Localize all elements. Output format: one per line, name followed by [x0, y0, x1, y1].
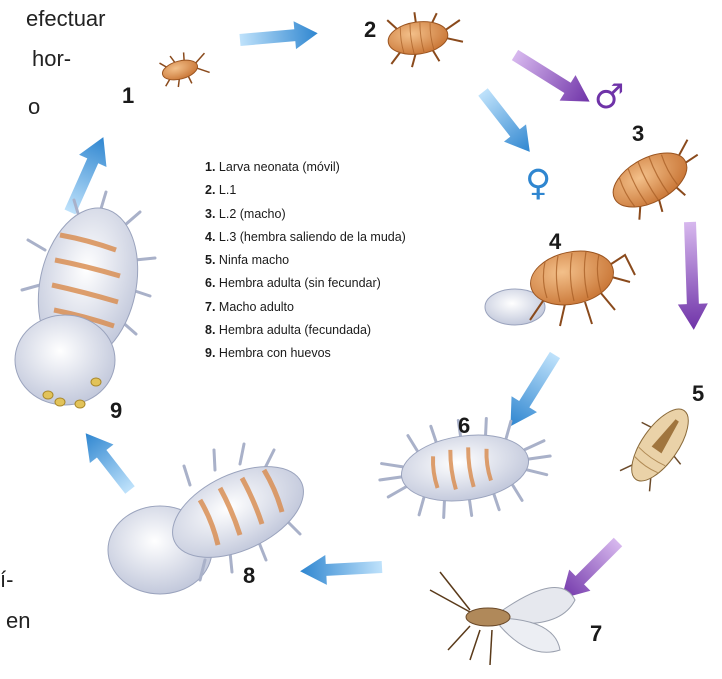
arrow-1-to-2 [239, 19, 319, 54]
stage-number-2: 2 [364, 17, 376, 42]
legend-item: 2. L.1 [205, 183, 406, 206]
stage-7-adult-male-illustration [430, 572, 575, 665]
arrow-9-to-1 [56, 131, 117, 218]
legend-item: 1. Larva neonata (móvil) [205, 160, 406, 183]
arrow-3-to-5 [675, 221, 709, 330]
arrow-2-to-female [472, 83, 541, 160]
stage-legend: 1. Larva neonata (móvil) 2. L.1 3. L.2 (… [205, 160, 406, 370]
arrow-7-to-8 [299, 552, 382, 586]
arrow-8-to-9 [74, 424, 142, 499]
stage-number-3: 3 [632, 121, 644, 146]
legend-item: 8. Hembra adulta (fecundada) [205, 323, 406, 346]
stage-9-female-with-eggs-illustration [15, 192, 155, 408]
stage-3-l2-male-illustration [604, 135, 713, 229]
stage-4-l3-female-illustration [485, 244, 635, 326]
female-symbol: ♀ [525, 163, 551, 204]
arrow-2-to-male [507, 42, 598, 114]
legend-item: 7. Macho adulto [205, 300, 406, 323]
stage-number-6: 6 [458, 413, 470, 438]
stage-2-l1-illustration [385, 6, 466, 70]
stage-number-5: 5 [692, 381, 704, 406]
stage-number-9: 9 [110, 398, 122, 423]
legend-item: 6. Hembra adulta (sin fecundar) [205, 276, 406, 299]
legend-item: 4. L.3 (hembra saliendo de la muda) [205, 230, 406, 253]
arrow-4-to-6 [498, 347, 568, 434]
stage-8-fertilised-female-illustration [108, 444, 318, 594]
stage-number-1: 1 [122, 83, 134, 108]
legend-item: 9. Hembra con huevos [205, 346, 406, 369]
legend-item: 3. L.2 (macho) [205, 207, 406, 230]
male-symbol: ♂ [594, 77, 624, 117]
stage-5-male-nymph-illustration [612, 395, 707, 498]
stage-1-larva-illustration [158, 47, 211, 90]
stage-number-8: 8 [243, 563, 255, 588]
legend-item: 5. Ninfa macho [205, 253, 406, 276]
stage-number-4: 4 [549, 229, 562, 254]
stage-number-7: 7 [590, 621, 602, 646]
